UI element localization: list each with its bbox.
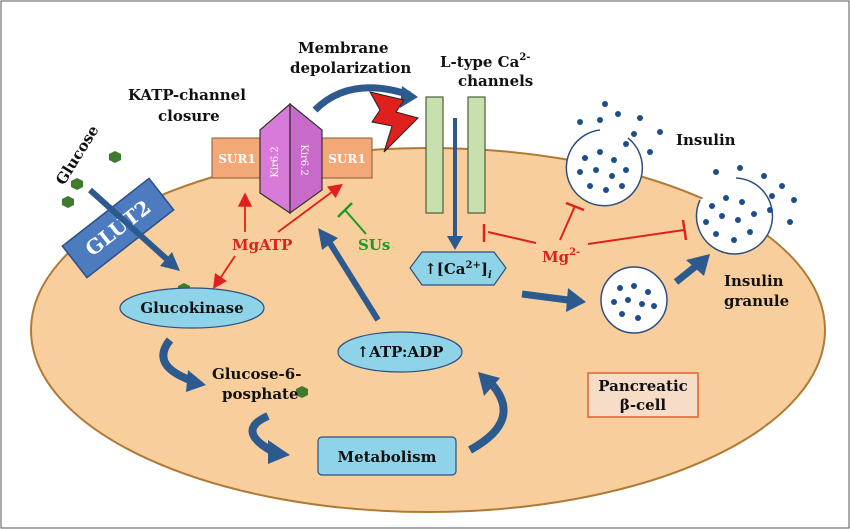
lightning-bolt-icon <box>369 91 419 153</box>
g6p-to-metabolism-arrow <box>248 412 273 454</box>
pancreatic-beta-cell-box <box>587 372 699 418</box>
mg-label: Mg2- <box>542 247 580 266</box>
atp-to-katp-arrow <box>325 238 381 322</box>
calcium-influx-arrowhead <box>447 236 463 250</box>
released-insulin-dots-upper <box>577 101 663 155</box>
mgatp-to-sur1-arrow <box>277 183 343 233</box>
sur1-left <box>211 137 263 179</box>
atp-to-katp-arrowhead <box>318 228 338 250</box>
ltype-channel-line2: channels <box>458 72 533 90</box>
granule-release-arrowhead <box>686 254 710 276</box>
insulin-granule-line1: Insulin <box>724 272 784 290</box>
kir62-right-label: Kir6.2 <box>298 144 309 175</box>
mg-inhibit-upper-line <box>559 205 576 241</box>
atp-adp-label: ↑ATP:ADP <box>357 343 444 361</box>
mg-inhibit-upper-bar <box>565 201 585 212</box>
katp-closure-line1: KATP-channel <box>128 86 246 104</box>
insulin-granule-upper <box>565 129 644 207</box>
membrane-depolarization-line1: Membrane <box>298 39 389 57</box>
mgatp-to-glucokinase-arrow <box>213 255 236 289</box>
insulin-granule-docked <box>600 266 668 334</box>
sus-inhibition-bar <box>337 202 353 218</box>
glucokinase-label: Glucokinase <box>140 299 243 317</box>
pancreatic-line2: β-cell <box>620 396 667 414</box>
granule-dots-docked <box>611 283 657 321</box>
kir62-left-label: Kir6.2 <box>270 146 281 177</box>
ltype-channel-left <box>425 96 444 214</box>
pancreatic-line1: Pancreatic <box>598 377 688 395</box>
metabolism-label: Metabolism <box>337 448 436 466</box>
calcium-label: ↑[Ca2+]i <box>424 260 492 281</box>
depolarization-arrow <box>312 84 412 113</box>
glucose-icon <box>71 178 83 190</box>
g6p-line1: Glucose-6- <box>212 365 301 383</box>
g6p-line2: posphate <box>222 385 299 403</box>
glucose-icon <box>62 196 74 208</box>
sur1-left-label: SUR1 <box>218 152 255 166</box>
membrane-depolarization-line2: depolarization <box>290 59 411 77</box>
sus-label: SUs <box>358 236 390 254</box>
glucokinase-node <box>119 287 265 329</box>
glucose-icon <box>109 151 121 163</box>
mg-inhibit-right-line <box>587 229 685 245</box>
ltype-channel-line1: L-type Ca2- <box>440 52 530 71</box>
katp-closure-line2: closure <box>158 107 220 125</box>
metabolism-node <box>317 436 457 476</box>
atp-adp-node <box>337 331 463 373</box>
calcium-node <box>409 251 507 286</box>
metabolism-to-atp-arrow <box>468 379 508 454</box>
insulin-granule-right-dots <box>703 195 757 243</box>
atp-arrowhead <box>478 372 500 396</box>
kir62-channel: Kir6.2 Kir6.2 <box>259 102 323 215</box>
glucose-icon <box>296 386 308 398</box>
released-insulin-dots-right <box>713 165 797 225</box>
glucokinase-to-g6p-arrow <box>159 337 192 384</box>
insulin-label: Insulin <box>676 131 736 149</box>
calcium-to-granule-arrowhead <box>566 288 586 312</box>
mgatp-label: MgATP <box>232 236 292 254</box>
depolarization-arrowhead <box>400 86 418 108</box>
insulin-granule-line2: granule <box>724 292 789 310</box>
granule-to-release-arrow <box>673 263 699 285</box>
mg-inhibit-channel-line <box>487 231 537 244</box>
calcium-to-granule-arrow <box>521 290 569 304</box>
mg-inhibit-right-bar <box>681 219 688 241</box>
insulin-granule-upper-dots <box>577 149 629 193</box>
g6p-arrowhead <box>186 370 206 392</box>
metabolism-arrowhead <box>268 440 290 464</box>
ltype-channel-right <box>467 96 486 214</box>
sur1-right-label: SUR1 <box>328 152 365 166</box>
glucose-entry-arrow <box>87 187 180 271</box>
sus-inhibition-line <box>344 209 367 235</box>
